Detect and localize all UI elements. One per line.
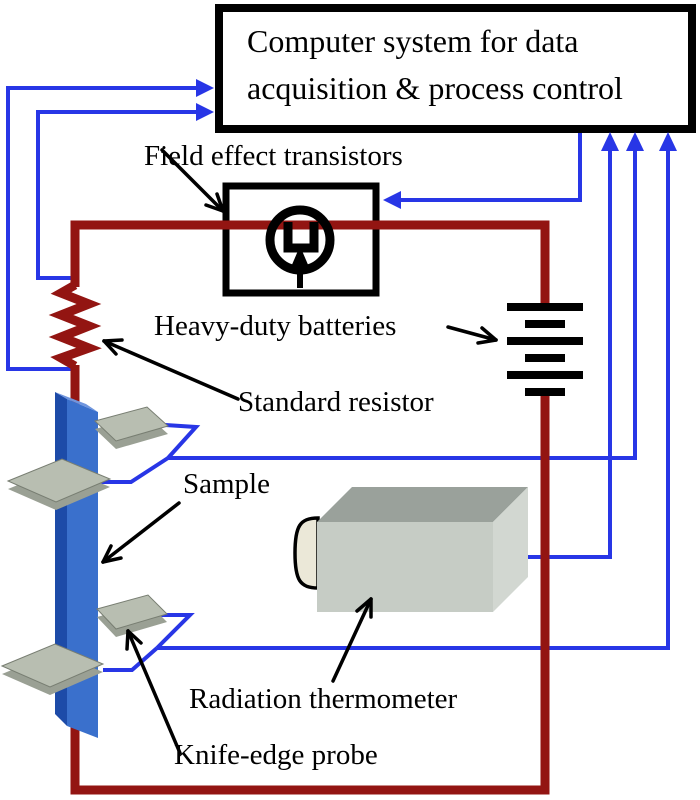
thermometer-label: Radiation thermometer: [189, 683, 458, 715]
sample-label: Sample: [183, 468, 270, 500]
fet-label: Field effect transistors: [144, 140, 403, 172]
probe-label: Knife-edge probe: [174, 739, 378, 771]
resistor-zigzag-icon: [48, 281, 102, 370]
sample-label-arrow: [101, 501, 181, 564]
fet-label-arrow: [160, 148, 225, 213]
computer-box-line2: acquisition & process control: [247, 70, 623, 106]
fet-symbol-icon: [265, 205, 335, 288]
batteries-label: Heavy-duty batteries: [154, 310, 397, 342]
computer-box-text: Computer system for data acquisition & p…: [247, 18, 687, 112]
resistor-label-arrow: [102, 338, 240, 401]
battery-icon: [507, 303, 583, 396]
batteries-label-arrow: [446, 325, 498, 345]
label-arrows: [101, 148, 498, 755]
signal-wires: [6, 79, 677, 672]
computer-box: [215, 4, 696, 133]
computer-box-line1: Computer system for data: [247, 23, 579, 59]
knife-edge-probe-icon: [0, 406, 170, 695]
resistor-label: Standard resistor: [238, 386, 434, 418]
radiation-thermometer-icon: [293, 487, 528, 612]
thermometer-label-arrow: [331, 597, 373, 683]
fet-box: [222, 182, 380, 297]
probe-label-arrow: [125, 629, 182, 755]
